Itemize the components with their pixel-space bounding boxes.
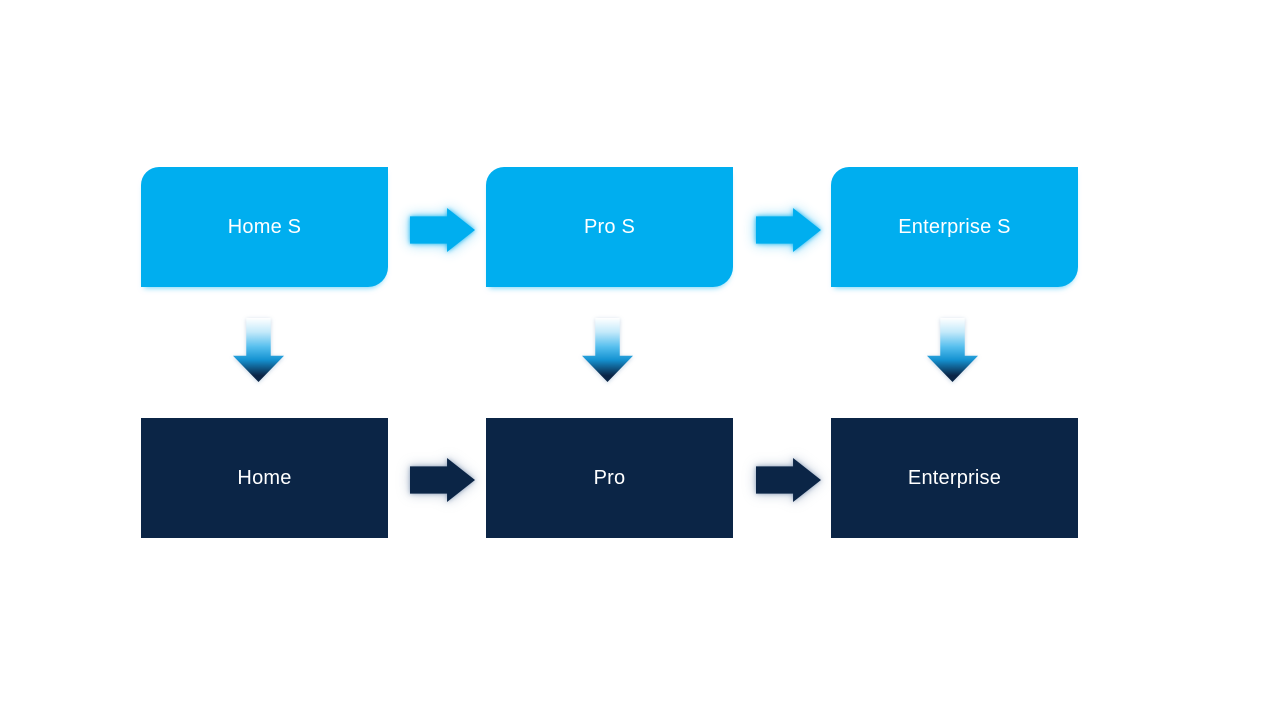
right-arrow-shape xyxy=(410,208,475,252)
node-enterprise: Enterprise xyxy=(831,418,1078,538)
right-arrow-icon xyxy=(756,208,821,252)
right-arrow-shape xyxy=(410,458,475,502)
node-pro: Pro xyxy=(486,418,733,538)
down-arrow-icon xyxy=(233,318,284,382)
down-arrow-icon xyxy=(927,318,978,382)
right-arrow-icon xyxy=(410,208,475,252)
right-arrow-icon xyxy=(410,458,475,502)
down-arrow-shape xyxy=(927,318,978,382)
node-enterprise-s: Enterprise S xyxy=(831,167,1078,287)
right-arrow-shape xyxy=(756,208,821,252)
down-arrow-icon xyxy=(582,318,633,382)
right-arrow-shape xyxy=(756,458,821,502)
node-pro-s: Pro S xyxy=(486,167,733,287)
node-home-s: Home S xyxy=(141,167,388,287)
node-home-label: Home xyxy=(237,466,292,489)
node-enterprise-s-label: Enterprise S xyxy=(898,215,1011,238)
down-arrow-shape xyxy=(233,318,284,382)
down-arrow-shape xyxy=(582,318,633,382)
node-pro-s-label: Pro S xyxy=(583,215,636,238)
node-pro-label: Pro xyxy=(593,466,626,489)
node-home-s-label: Home S xyxy=(227,215,302,238)
node-enterprise-label: Enterprise xyxy=(907,466,1002,489)
node-home: Home xyxy=(141,418,388,538)
right-arrow-icon xyxy=(756,458,821,502)
